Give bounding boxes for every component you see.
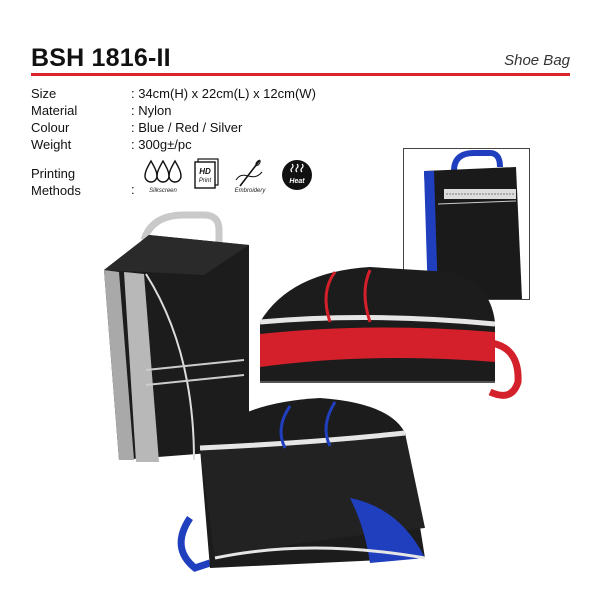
method-hd-print: HD Print: [193, 158, 221, 192]
product-title: BSH 1816-II: [31, 44, 171, 72]
blue-bag-image: [424, 150, 522, 299]
printing-label-line1: Printing: [31, 166, 76, 181]
print-badge-text: Print: [199, 178, 212, 184]
red-shoe-bag-image: [259, 267, 522, 399]
heat-badge-text: Heat: [289, 178, 305, 185]
spec-label: Size: [31, 86, 57, 101]
embroidery-icon: [235, 159, 263, 187]
method-silkscreen: Silkscreen: [144, 158, 182, 194]
spec-row-weight: Weight : 300g±/pc: [31, 136, 316, 153]
spec-value: : 300g±/pc: [131, 137, 192, 152]
printing-methods-label: Printing Methods: [31, 165, 81, 199]
spec-label: Weight: [31, 137, 72, 152]
blue-shoe-bag-image: [177, 398, 426, 572]
spec-value: : Blue / Red / Silver: [131, 120, 243, 135]
spec-list: Size : 34cm(H) x 22cm(L) x 12cm(W) Mater…: [31, 85, 316, 153]
printing-colon: :: [131, 182, 135, 197]
printing-label-line2: Methods: [31, 183, 81, 198]
spec-label: Colour: [31, 120, 70, 135]
hd-badge-text: HD: [199, 167, 211, 176]
hd-print-icon: HD Print: [194, 158, 219, 189]
method-label: Silkscreen: [149, 188, 177, 194]
header-divider: [31, 73, 570, 76]
spec-row-material: Material : Nylon: [31, 102, 316, 119]
spec-label: Material: [31, 103, 78, 118]
heat-transfer-icon: Heat: [282, 160, 312, 190]
spec-row-size: Size : 34cm(H) x 22cm(L) x 12cm(W): [31, 85, 316, 102]
method-label: Embroidery: [234, 188, 266, 194]
product-category: Shoe Bag: [504, 52, 570, 69]
spec-row-colour: Colour : Blue / Red / Silver: [31, 119, 316, 136]
spec-value: : 34cm(H) x 22cm(L) x 12cm(W): [131, 86, 316, 101]
silkscreen-icon: [144, 159, 182, 183]
silver-shoe-bag-image: [104, 211, 249, 462]
method-heat: Heat: [281, 158, 313, 192]
method-embroidery: Embroidery: [234, 158, 266, 194]
spec-value: : Nylon: [131, 103, 172, 118]
